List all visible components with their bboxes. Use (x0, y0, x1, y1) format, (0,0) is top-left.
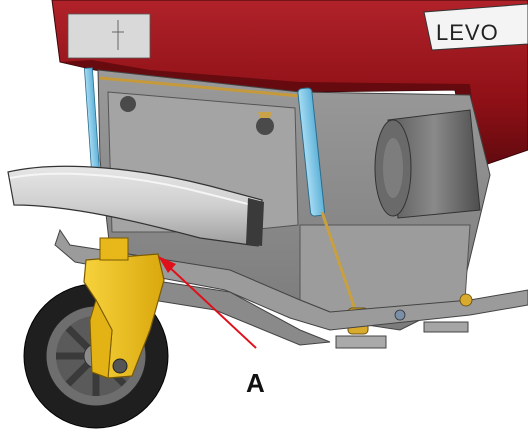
axle-bolt (112, 358, 128, 374)
seat-label-plate (67, 13, 151, 59)
bolt (459, 293, 473, 307)
upper-rod (99, 76, 301, 98)
callout-arrow (158, 256, 257, 349)
front-bumper (7, 165, 264, 247)
motor (374, 109, 481, 219)
foot-pad (423, 321, 469, 333)
seat-shell (51, 0, 528, 171)
gas-spring-rod (320, 211, 358, 313)
mount-hole (120, 96, 136, 112)
levo-logo: LEVO (423, 3, 528, 51)
caster-wheel-assembly (23, 237, 169, 429)
caster-fork (83, 253, 165, 379)
callout-label: A (246, 368, 265, 398)
caster-stem (99, 237, 129, 261)
bolt (394, 309, 406, 321)
logo-text: LEVO (436, 20, 499, 45)
gas-spring-left (83, 67, 101, 179)
mount-hole (256, 117, 274, 135)
foot-pad (335, 335, 387, 349)
bumper-end-cap (246, 198, 264, 246)
